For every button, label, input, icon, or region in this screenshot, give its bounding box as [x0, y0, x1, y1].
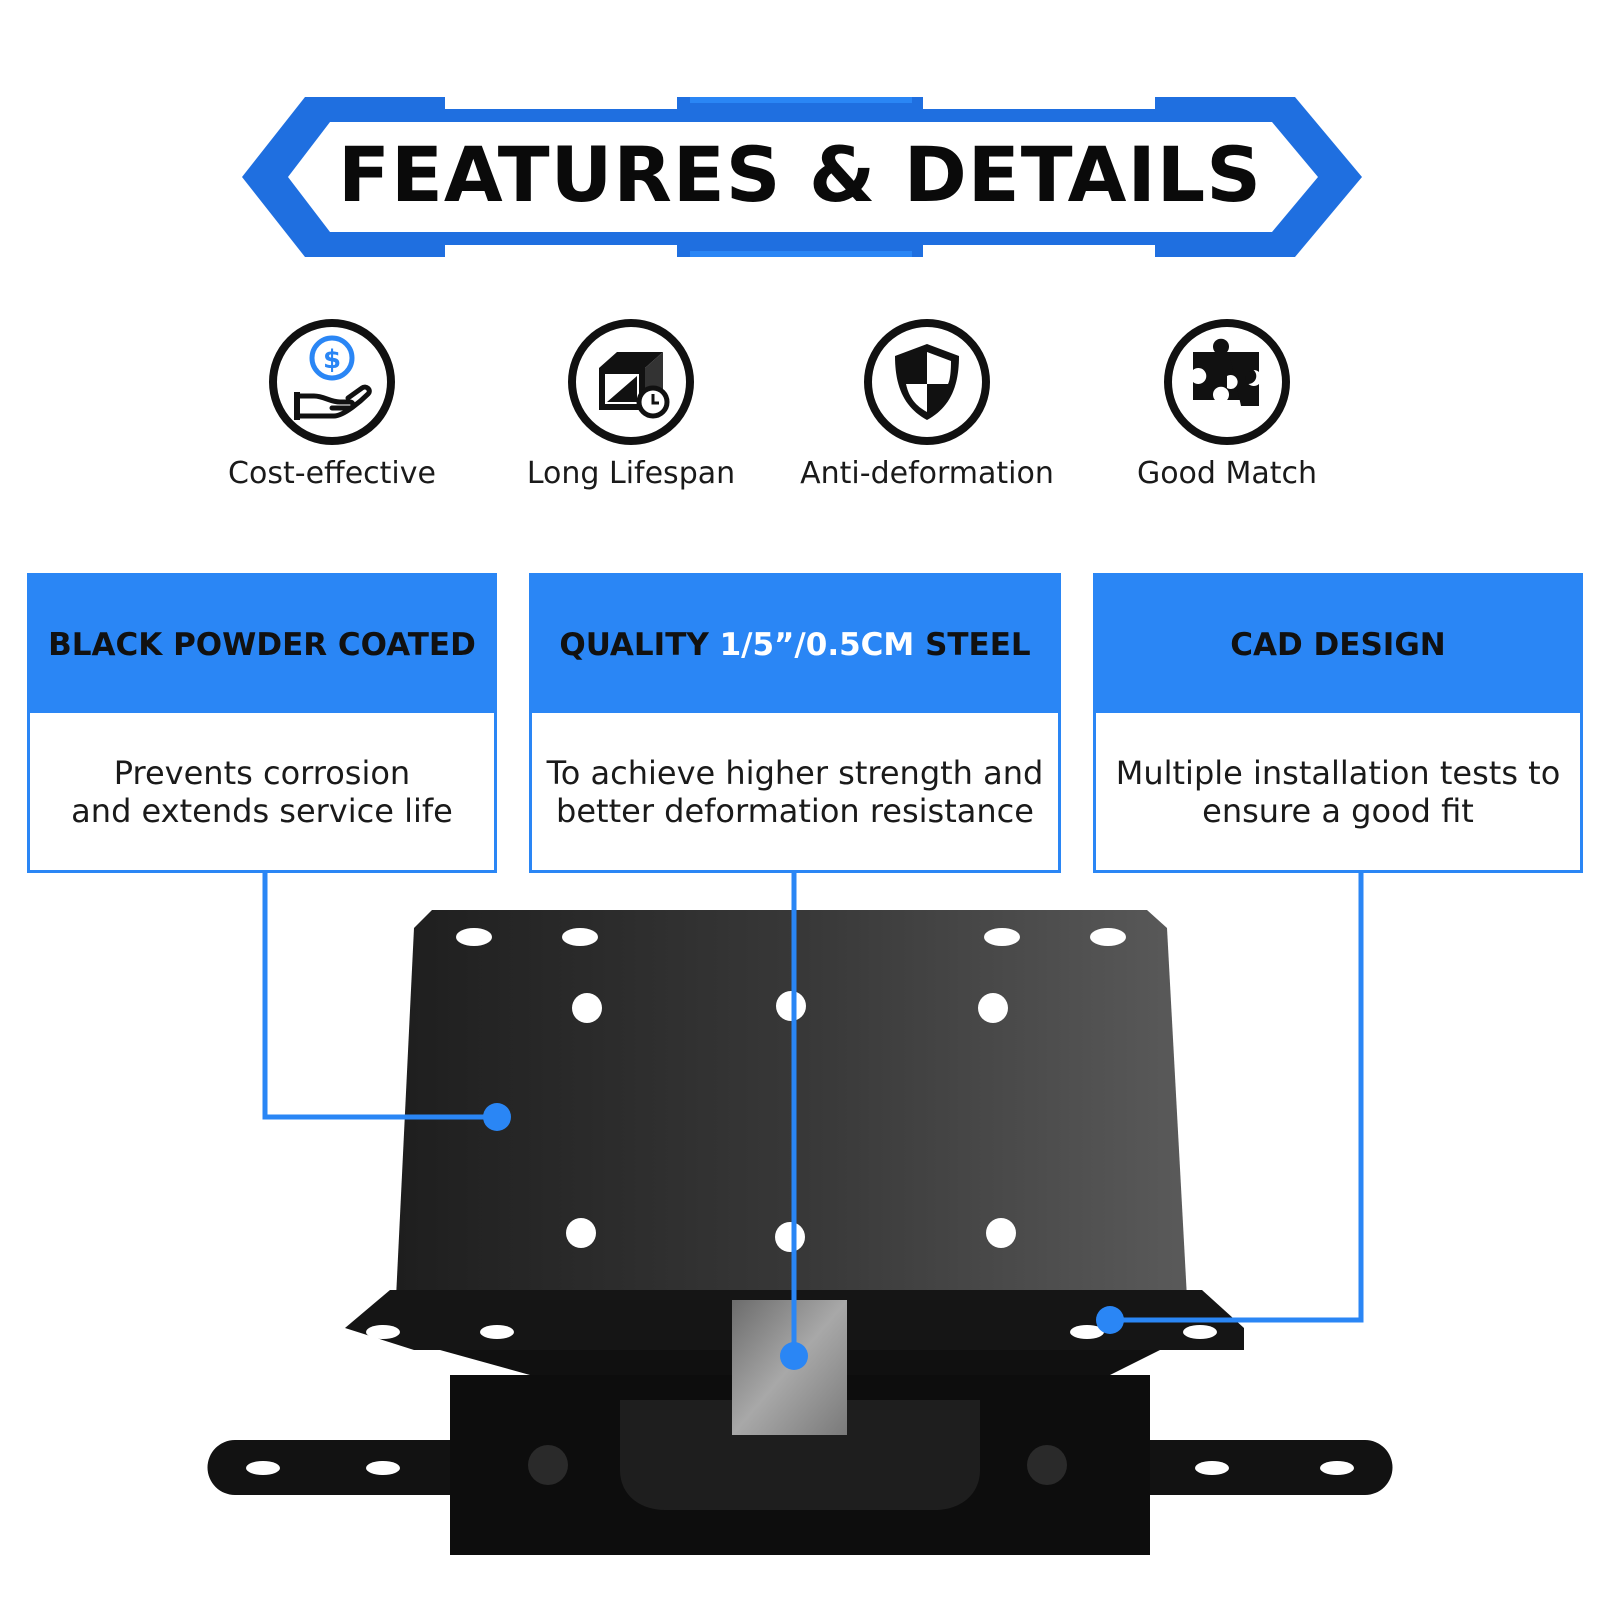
feature-good-match: Good Match	[1092, 318, 1362, 491]
card-title: BLACK POWDER COATED	[30, 576, 494, 713]
card-quality-steel: QUALITY 1/5”/0.5CM STEEL To achieve high…	[529, 573, 1061, 873]
card-title: CAD DESIGN	[1096, 576, 1580, 713]
feature-long-lifespan: Long Lifespan	[496, 318, 766, 491]
dollar-hand-icon: $	[268, 318, 396, 446]
features-banner	[242, 97, 1362, 257]
shield-icon	[863, 318, 991, 446]
svg-text:$: $	[323, 345, 341, 375]
feature-label: Anti-deformation	[800, 456, 1054, 491]
callout-dots	[483, 1103, 1124, 1370]
card-cad-design: CAD DESIGN Multiple installation tests t…	[1093, 573, 1583, 873]
callout-lines	[262, 873, 1364, 1356]
banner-title: FEATURES & DETAILS	[338, 130, 1262, 219]
puzzle-icon	[1163, 318, 1291, 446]
feature-label: Good Match	[1136, 456, 1318, 491]
card-title: QUALITY 1/5”/0.5CM STEEL	[532, 576, 1058, 713]
feature-label: Cost-effective	[228, 456, 436, 491]
feature-label: Long Lifespan	[526, 456, 736, 491]
winch-mounting-plate-image	[207, 873, 1393, 1555]
feature-anti-deformation: Anti-deformation	[792, 318, 1062, 491]
steel-beam-clock-icon	[567, 318, 695, 446]
feature-cost-effective: $ Cost-effective	[197, 318, 467, 491]
